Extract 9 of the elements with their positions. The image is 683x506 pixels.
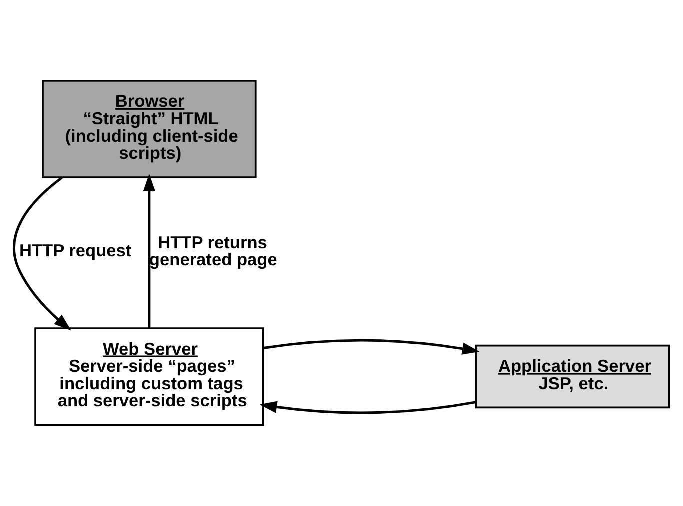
arrow [143, 174, 156, 328]
arrow [13, 176, 72, 331]
node-box: Browser “Straight” HTML (including client-side scripts) [42, 80, 257, 178]
edge-label: HTTP returns generated page [149, 232, 278, 270]
arrow [260, 401, 476, 414]
edge-label: HTTP request [19, 240, 132, 260]
node-box: Web Server Server-side “pages” including custom tags and server-side scripts [34, 328, 264, 426]
arrow [263, 339, 480, 355]
node-box: Application Server JSP, etc. [475, 344, 670, 409]
